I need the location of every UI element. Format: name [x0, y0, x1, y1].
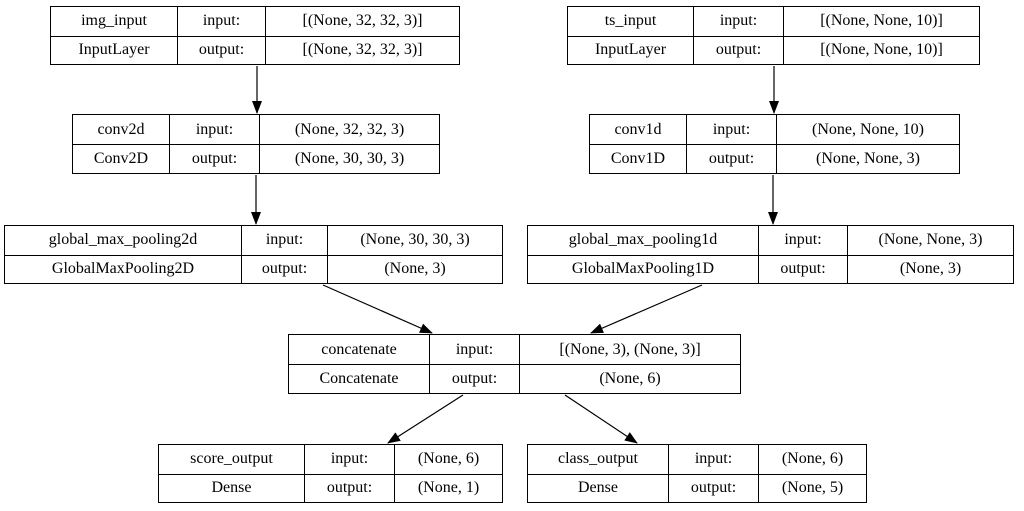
layer-type: GlobalMaxPooling2D — [5, 254, 241, 284]
edge-concatenate-class_output — [564, 394, 638, 444]
input-label: input: — [169, 115, 259, 144]
node-img_input: img_input input: [(None, 32, 32, 3)] Inp… — [50, 6, 460, 65]
node-conv2d: conv2d input: (None, 32, 32, 3) Conv2D o… — [72, 114, 440, 174]
node-global_max_pooling2d: global_max_pooling2d input: (None, 30, 3… — [4, 225, 503, 284]
layer-type: Conv2D — [73, 144, 169, 173]
output-label: output: — [668, 473, 758, 502]
layer-name: class_output — [558, 450, 638, 468]
output-shape: [(None, 32, 32, 3)] — [265, 35, 459, 64]
node-global_max_pooling1d: global_max_pooling1d input: (None, None,… — [527, 225, 1014, 284]
input-label: input: — [177, 7, 265, 36]
input-shape: [(None, 3), (None, 3)] — [519, 335, 740, 364]
edge-global_max_pooling1d-concatenate — [590, 284, 703, 334]
layer-name: conv1d — [614, 120, 662, 138]
layer-type: GlobalMaxPooling1D — [528, 254, 758, 284]
input-label: input: — [686, 115, 776, 144]
layer-type: Concatenate — [289, 364, 429, 393]
input-label: input: — [693, 7, 783, 36]
input-label: input: — [668, 445, 758, 474]
output-shape: (None, 3) — [847, 254, 1013, 283]
layer-type: Dense — [528, 473, 668, 503]
layer-name: global_max_pooling1d — [568, 231, 718, 249]
layer-type: Dense — [159, 473, 304, 503]
output-shape: (None, 3) — [327, 254, 502, 283]
input-shape: (None, None, 10) — [776, 115, 959, 144]
node-conv1d: conv1d input: (None, None, 10) Conv1D ou… — [589, 114, 960, 174]
output-label: output: — [169, 144, 259, 173]
input-shape: [(None, 32, 32, 3)] — [265, 7, 459, 36]
node-concatenate: concatenate input: [(None, 3), (None, 3)… — [288, 334, 741, 394]
layer-type: Conv1D — [590, 144, 686, 173]
output-label: output: — [177, 35, 265, 64]
layer-type: InputLayer — [568, 35, 693, 65]
input-label: input: — [758, 226, 847, 255]
output-label: output: — [693, 35, 783, 64]
layer-name: global_max_pooling2d — [48, 231, 198, 249]
output-shape: (None, 30, 30, 3) — [259, 144, 439, 173]
layer-name: ts_input — [604, 12, 657, 30]
layer-name: concatenate — [321, 340, 397, 358]
node-ts_input: ts_input input: [(None, None, 10)] Input… — [567, 6, 980, 65]
output-label: output: — [241, 254, 327, 283]
layer-name: img_input — [81, 12, 147, 30]
output-shape: (None, None, 3) — [776, 144, 959, 173]
output-label: output: — [758, 254, 847, 283]
input-shape: (None, 6) — [758, 445, 866, 474]
output-shape: [(None, None, 10)] — [783, 35, 979, 64]
input-shape: (None, 6) — [394, 445, 502, 474]
input-shape: (None, 32, 32, 3) — [259, 115, 439, 144]
output-label: output: — [304, 473, 394, 502]
layer-name: score_output — [190, 450, 273, 468]
input-label: input: — [429, 335, 519, 364]
input-shape: (None, None, 3) — [847, 226, 1013, 255]
node-score_output: score_output input: (None, 6) Dense outp… — [158, 444, 503, 503]
output-shape: (None, 1) — [394, 473, 502, 502]
layer-type: InputLayer — [51, 35, 177, 65]
input-label: input: — [241, 226, 327, 255]
layer-name: conv2d — [97, 120, 145, 138]
output-label: output: — [686, 144, 776, 173]
input-shape: [(None, None, 10)] — [783, 7, 979, 36]
input-shape: (None, 30, 30, 3) — [327, 226, 502, 255]
output-shape: (None, 5) — [758, 473, 866, 502]
node-class_output: class_output input: (None, 6) Dense outp… — [527, 444, 867, 503]
input-label: input: — [304, 445, 394, 474]
output-shape: (None, 6) — [519, 364, 740, 393]
output-label: output: — [429, 364, 519, 393]
edge-concatenate-score_output — [387, 394, 464, 444]
edge-global_max_pooling2d-concatenate — [322, 284, 433, 334]
